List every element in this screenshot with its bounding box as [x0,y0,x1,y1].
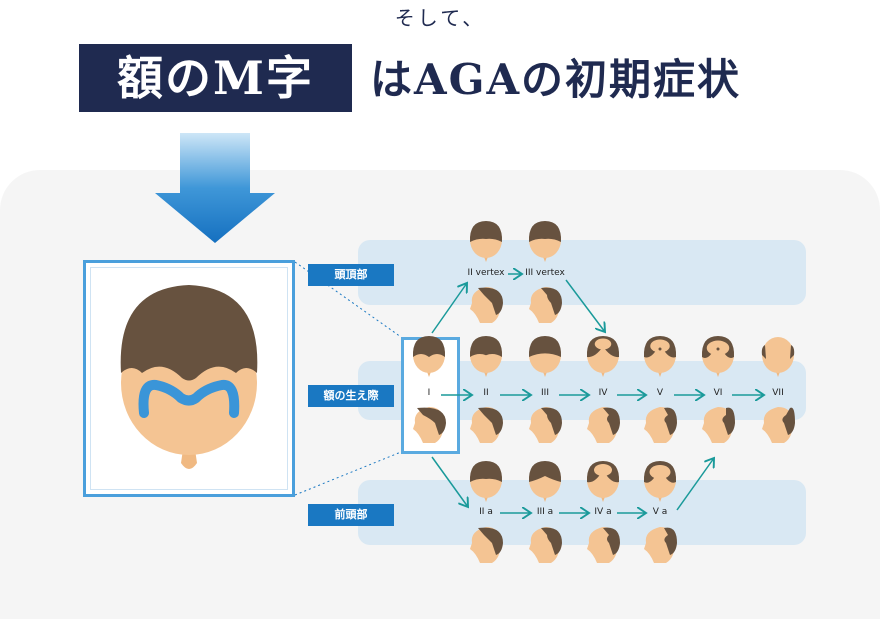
stage-label-main: V [656,388,664,398]
stage-label-front: IV a [594,507,612,517]
stage-label-vertex: III vertex [525,268,565,278]
category-label-vertex: 頭頂部 [308,264,394,286]
top-view-head-2 [528,336,562,377]
front-top-head-1 [528,461,562,502]
stage-label-main: IV [598,388,608,398]
side-view-head-2 [529,407,562,443]
front-top-head-0 [469,461,503,502]
headline-rest: はAGAの初期症状 [370,55,742,104]
side-view-head-5 [702,407,735,443]
stage-label-vertex: II vertex [467,268,505,278]
stage-label-main: VI [713,388,723,398]
stage-label-front: II a [479,507,493,517]
side-view-head-4 [644,407,677,443]
down-arrow-icon [155,133,275,243]
front-side-head-3 [644,527,677,563]
side-view-head-6 [762,407,795,443]
front-side-head-1 [529,527,562,563]
top-view-head-1 [469,336,503,377]
m-shape-head-icon [120,285,258,469]
stage-label-main: I [427,388,431,398]
side-view-head-1 [470,407,503,443]
top-view-head-5 [701,336,735,377]
side-view-head-0 [413,407,446,443]
vertex-top-head-0 [469,221,503,262]
stage-label-main: II [483,388,489,398]
headline-highlight: 額のM字 [79,44,352,112]
category-label-front: 前頭部 [308,504,394,526]
front-top-head-3 [643,461,677,502]
arrow [676,458,714,511]
stage-label-main: VII [772,388,784,398]
stage-label-front: V a [652,507,668,517]
front-side-head-0 [470,527,503,563]
category-label-hairline: 額の生え際 [308,385,394,407]
arrow [431,283,467,334]
m-shape-illustration [83,260,295,497]
top-view-head-0 [412,336,446,377]
top-view-head-6 [761,337,795,377]
stage-label-front: III a [536,507,554,517]
top-view-head-4 [643,336,677,377]
vertex-top-head-1 [528,221,562,262]
arrow [565,279,605,332]
arrow [431,456,468,507]
side-view-head-3 [587,407,620,443]
intro-text: そして、 [394,6,486,30]
vertex-side-head-1 [529,287,562,323]
stage-label-main: III [541,388,549,398]
vertex-side-head-0 [470,287,503,323]
band-vertex [358,240,806,305]
front-top-head-2 [586,461,620,502]
front-side-head-2 [587,527,620,563]
top-view-head-3 [586,336,620,377]
